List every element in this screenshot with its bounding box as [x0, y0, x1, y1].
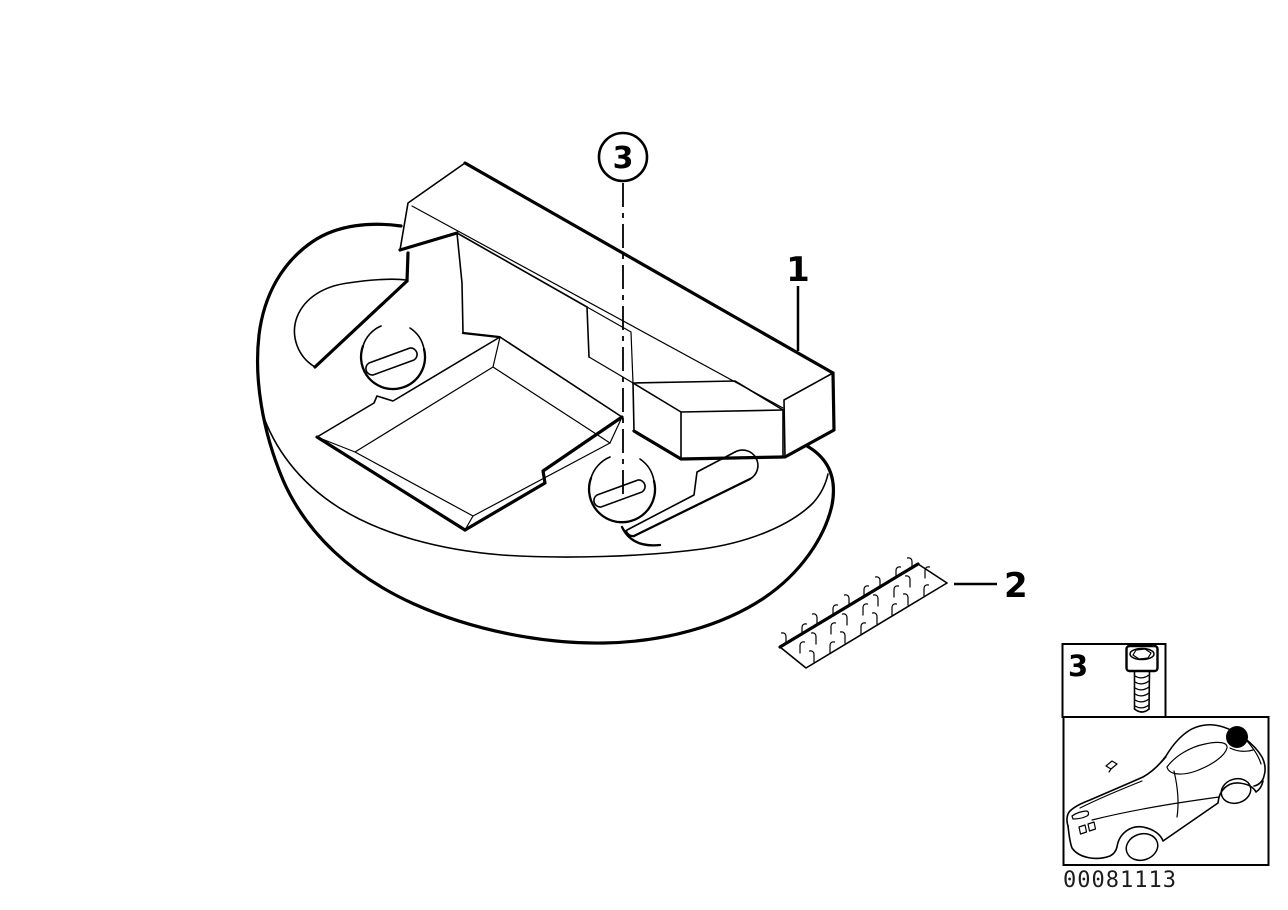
tray-inner-rim — [261, 411, 829, 558]
inset-car-box — [1062, 716, 1270, 866]
balloon-label[interactable]: 3 — [613, 141, 634, 176]
callout-1[interactable]: 1 — [786, 250, 810, 351]
callout-2-label[interactable]: 2 — [1004, 566, 1028, 606]
foam-tray-drawing — [256, 161, 836, 645]
front-wheel — [1125, 832, 1159, 862]
round-recess-1 — [359, 325, 427, 391]
callout-1-label[interactable]: 1 — [786, 250, 810, 290]
tool-slot — [620, 449, 759, 547]
slab-left-block — [456, 232, 634, 384]
kidney-recess — [293, 278, 409, 369]
location-marker-dot — [1226, 726, 1248, 748]
balloon-circle[interactable] — [597, 131, 649, 183]
inset-screw-label: 3 — [1068, 649, 1088, 683]
round-recess-2 — [587, 456, 657, 524]
screw-icon — [1125, 644, 1159, 713]
velcro-strip-drawing — [778, 557, 948, 669]
rectangular-pocket — [315, 336, 624, 532]
callout-2[interactable]: 2 — [954, 566, 1028, 606]
slab-end-box — [783, 371, 836, 459]
doc-number: 00081113 — [1063, 868, 1177, 893]
slab-right-block — [632, 380, 785, 461]
car-thumbnail — [1066, 723, 1266, 862]
hook-glyphs — [780, 557, 931, 663]
slab-top-edge — [463, 161, 835, 375]
callout-3-balloon[interactable]: 3 — [597, 131, 649, 494]
inset-panel: 3 — [1061, 643, 1270, 866]
tray-outer-silhouette — [256, 222, 836, 645]
rear-wheel — [1220, 777, 1252, 805]
